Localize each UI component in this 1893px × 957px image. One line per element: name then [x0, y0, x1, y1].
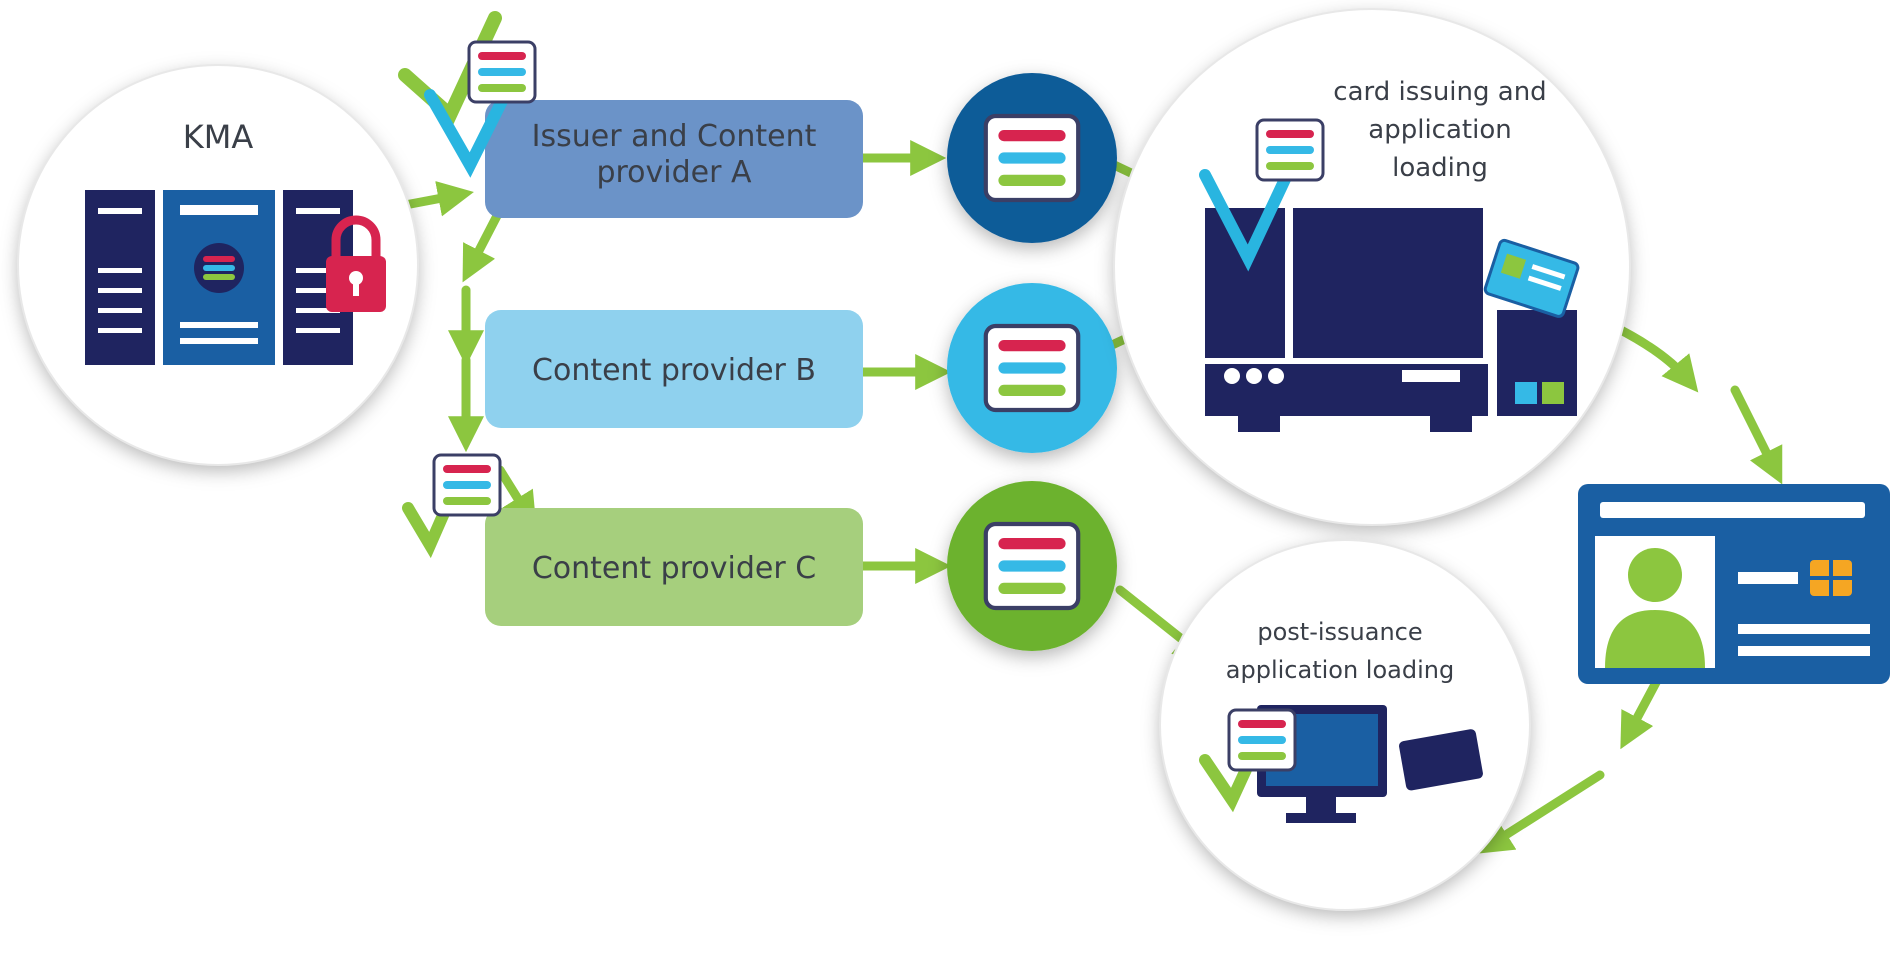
post-issuance-node: post-issuance application loading: [1159, 539, 1531, 911]
arrow-icon: [1730, 385, 1783, 485]
post-issuance-label-line1: post-issuance: [1257, 618, 1422, 646]
arrow-icon: [462, 205, 505, 283]
application-icon: [1227, 708, 1297, 772]
card-issuing-label-line3: loading: [1392, 153, 1488, 183]
provider-a-box: Issuer and Content provider A: [485, 100, 863, 218]
kma-label: KMA: [183, 118, 254, 156]
post-issuance-label-line2: application loading: [1226, 656, 1454, 684]
provider-b-box: Content provider B: [485, 310, 863, 428]
card-issuing-label-line2: application: [1368, 115, 1511, 145]
id-card-icon: [1399, 729, 1483, 791]
arrow-icon: [1476, 770, 1605, 854]
id-card-icon: [1578, 484, 1890, 684]
provider-a-label-line2: provider A: [596, 155, 752, 190]
application-icon: [467, 40, 537, 104]
person-icon: [1605, 548, 1705, 668]
application-b-circle: [947, 283, 1117, 453]
lock-icon: [326, 215, 386, 312]
card-issuing-label-line1: card issuing and: [1333, 77, 1546, 107]
card-issuing-node: card issuing and application loading: [1113, 8, 1631, 526]
kma-node: KMA: [17, 64, 419, 466]
checkmark-icon: [1199, 152, 1301, 272]
server-icon: [85, 190, 353, 365]
arrow-icon: [1620, 670, 1665, 750]
provider-c-box: Content provider C: [485, 508, 863, 626]
card-printer-icon: [1205, 208, 1577, 432]
application-icon: [432, 453, 502, 517]
provider-a-label-line1: Issuer and Content: [532, 119, 817, 154]
application-c-circle: [947, 481, 1117, 651]
application-a-circle: [947, 73, 1117, 243]
provider-c-label: Content provider C: [532, 551, 816, 586]
provider-b-label: Content provider B: [532, 353, 816, 388]
id-card-icon: [1483, 238, 1580, 318]
application-icon: [1255, 118, 1325, 182]
chip-icon: [1810, 560, 1852, 596]
arrow-icon: [495, 465, 537, 529]
application-icon: [986, 524, 1078, 608]
application-icon: [986, 116, 1078, 200]
application-icon: [986, 326, 1078, 410]
